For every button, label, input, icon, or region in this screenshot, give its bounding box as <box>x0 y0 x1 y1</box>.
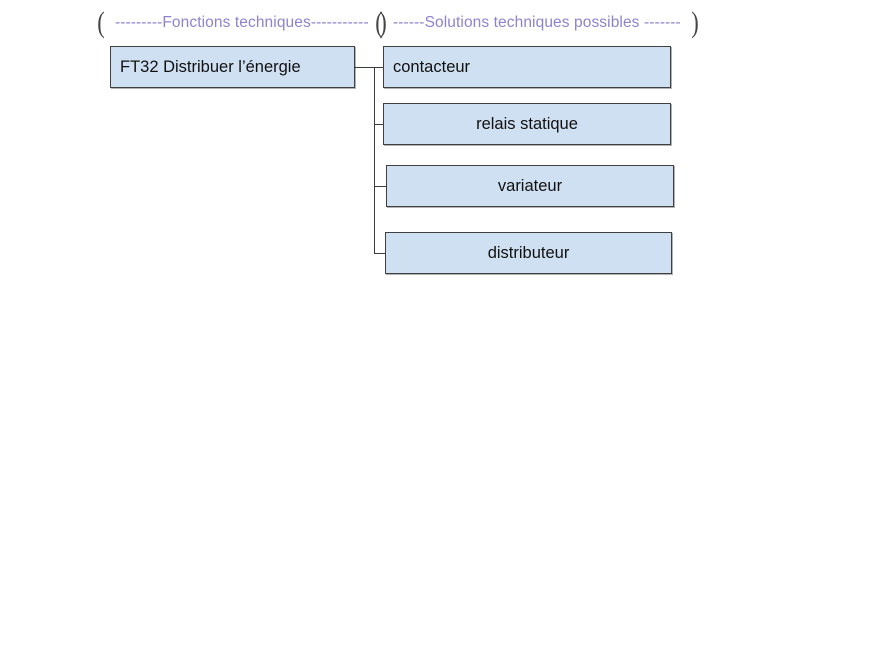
function-node-label: FT32 Distribuer l’énergie <box>120 57 301 76</box>
solution-node-variateur[interactable]: variateur <box>386 165 674 207</box>
connector-stub-2 <box>374 124 384 125</box>
solution-node-label: relais statique <box>476 114 578 133</box>
column-header-label: ---------Fonctions techniques----------- <box>115 14 369 31</box>
left-paren-icon: ( <box>97 6 105 39</box>
connector-trunk <box>374 67 375 253</box>
column-header-fonctions-techniques: ( ---------Fonctions techniques---------… <box>96 8 388 38</box>
solution-node-relais-statique[interactable]: relais statique <box>383 103 671 145</box>
right-paren-icon: ) <box>378 6 387 39</box>
solution-node-contacteur[interactable]: contacteur <box>383 46 671 88</box>
solution-node-label: contacteur <box>393 57 471 76</box>
left-paren-icon: ( <box>375 6 383 39</box>
connector-stub-3 <box>374 186 387 187</box>
solution-node-distributeur[interactable]: distributeur <box>385 232 672 274</box>
function-node-ft32[interactable]: FT32 Distribuer l’énergie <box>110 46 355 88</box>
connector-stub-1 <box>374 67 384 68</box>
connector-function-stub <box>355 67 375 68</box>
column-header-solutions-techniques: ( ------Solutions techniques possibles -… <box>374 8 700 38</box>
column-header-label: ------Solutions techniques possibles ---… <box>393 14 681 31</box>
connector-stub-4 <box>374 253 386 254</box>
solution-node-label: distributeur <box>487 243 570 262</box>
solution-node-label: variateur <box>497 176 563 195</box>
right-paren-icon: ) <box>691 6 699 39</box>
